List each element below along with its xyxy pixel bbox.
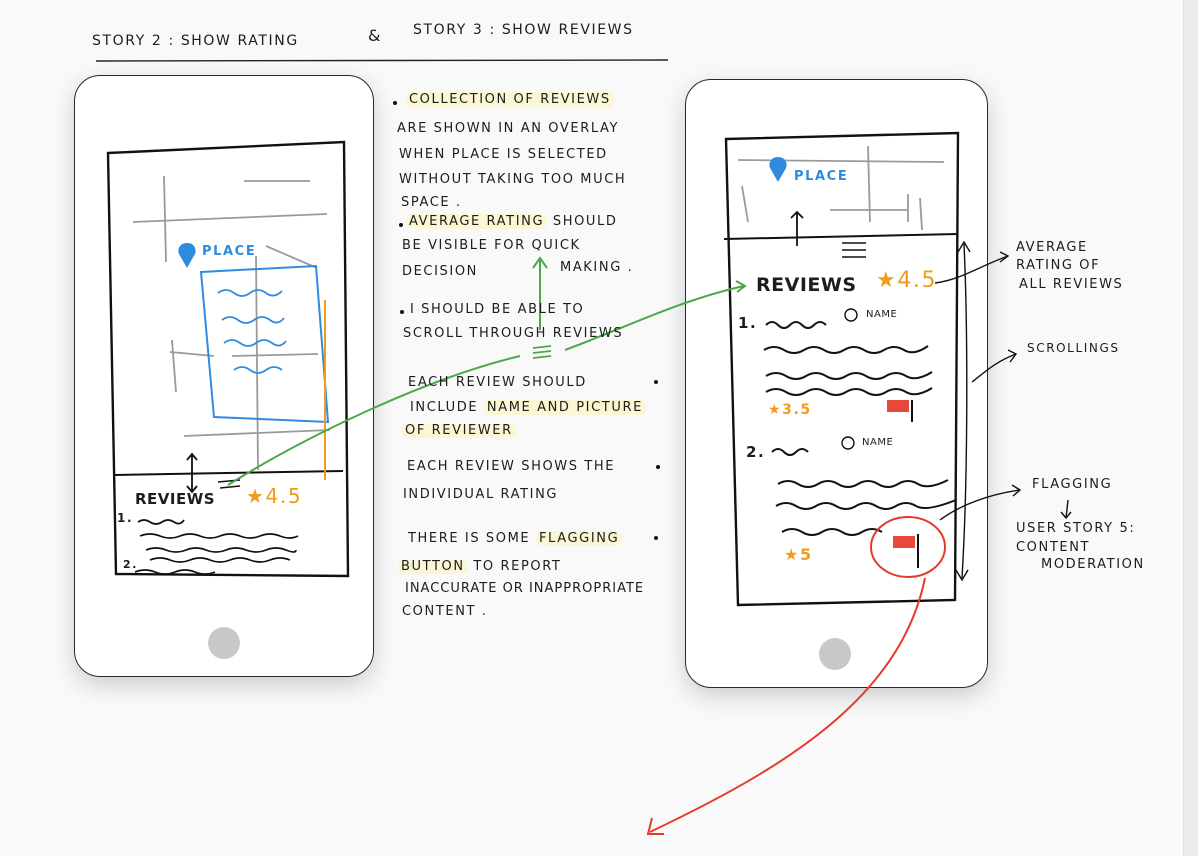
left-average-rating: ★4.5 — [246, 484, 303, 508]
note-text: INDIVIDUAL RATING — [403, 487, 559, 502]
ampersand: & — [368, 26, 383, 45]
right-average-rating: ★4.5 — [876, 268, 938, 293]
note-text: SPACE . — [401, 195, 462, 210]
review-number-2: 2. — [746, 443, 766, 461]
reviewer-name-2: NAME — [862, 437, 894, 448]
flag-button-2[interactable] — [893, 534, 921, 568]
annotation-text: ALL REVIEWS — [1019, 277, 1124, 292]
vertical-scrollbar[interactable] — [1183, 0, 1198, 856]
right-screen-outline — [724, 131, 960, 607]
right-reviews-title: REVIEWS — [756, 274, 857, 296]
annotation-flagging: FLAGGING — [1032, 477, 1113, 492]
left-reviews-title: REVIEWS — [135, 490, 216, 508]
review-rating-1: ★3.5 — [768, 402, 812, 418]
note-text: SCROLL THROUGH REVIEWS — [403, 326, 624, 341]
note-text: MAKING . — [560, 260, 634, 275]
right-phone-frame — [685, 79, 988, 688]
review-number-1: 1. — [738, 314, 758, 332]
left-review-number-1: 1. — [117, 511, 134, 525]
note-individual-rating: EACH REVIEW SHOWS THE — [407, 459, 616, 474]
note-each-review: EACH REVIEW SHOULD — [408, 375, 587, 390]
star-icon: ★ — [768, 402, 783, 418]
annotation-user-story-5: USER STORY 5: — [1016, 521, 1136, 536]
right-place-label: PLACE — [794, 169, 849, 184]
note-text: INCLUDE NAME AND PICTURE — [410, 400, 646, 415]
left-review-number-2: 2. — [123, 558, 139, 571]
reviewer-name-1: NAME — [866, 309, 898, 320]
note-collection-title: COLLECTION OF REVIEWS — [406, 92, 614, 107]
note-text: ARE SHOWN IN AN OVERLAY — [397, 121, 619, 136]
note-text: DECISION — [402, 264, 478, 279]
note-text: OF REVIEWER — [402, 423, 516, 438]
annotation-scrolling: SCROLLINGS — [1027, 341, 1120, 355]
annotation-text: CONTENT — [1016, 540, 1091, 555]
note-scroll: I SHOULD BE ABLE TO — [410, 302, 585, 317]
note-text: INACCURATE OR INAPPROPRIATE — [405, 581, 645, 596]
flag-button-1[interactable] — [887, 400, 913, 422]
note-text: WITHOUT TAKING TOO MUCH — [399, 172, 627, 187]
home-button[interactable] — [819, 638, 851, 670]
note-text: BE VISIBLE FOR QUICK — [402, 238, 581, 253]
overlay-card-outline — [199, 264, 330, 424]
note-text: WHEN PLACE IS SELECTED — [399, 147, 608, 162]
star-icon: ★ — [246, 484, 266, 508]
left-screen-outline — [106, 140, 350, 578]
star-icon: ★ — [876, 268, 898, 293]
star-icon: ★ — [784, 545, 800, 564]
review-rating-2: ★5 — [784, 545, 813, 564]
annotation-average: AVERAGE — [1016, 240, 1088, 255]
home-button[interactable] — [208, 627, 240, 659]
story-3-title: STORY 3 : SHOW REVIEWS — [413, 22, 634, 38]
annotation-text: RATING OF — [1016, 258, 1101, 273]
note-flagging: THERE IS SOME FLAGGING — [408, 531, 623, 546]
note-text: CONTENT . — [402, 604, 488, 619]
story-2-title: STORY 2 : SHOW RATING — [92, 33, 299, 49]
left-place-label: PLACE — [202, 244, 257, 259]
note-average-rating: AVERAGE RATING SHOULD — [406, 214, 618, 229]
annotation-text: MODERATION — [1041, 557, 1145, 572]
note-text: BUTTON TO REPORT — [398, 559, 561, 574]
